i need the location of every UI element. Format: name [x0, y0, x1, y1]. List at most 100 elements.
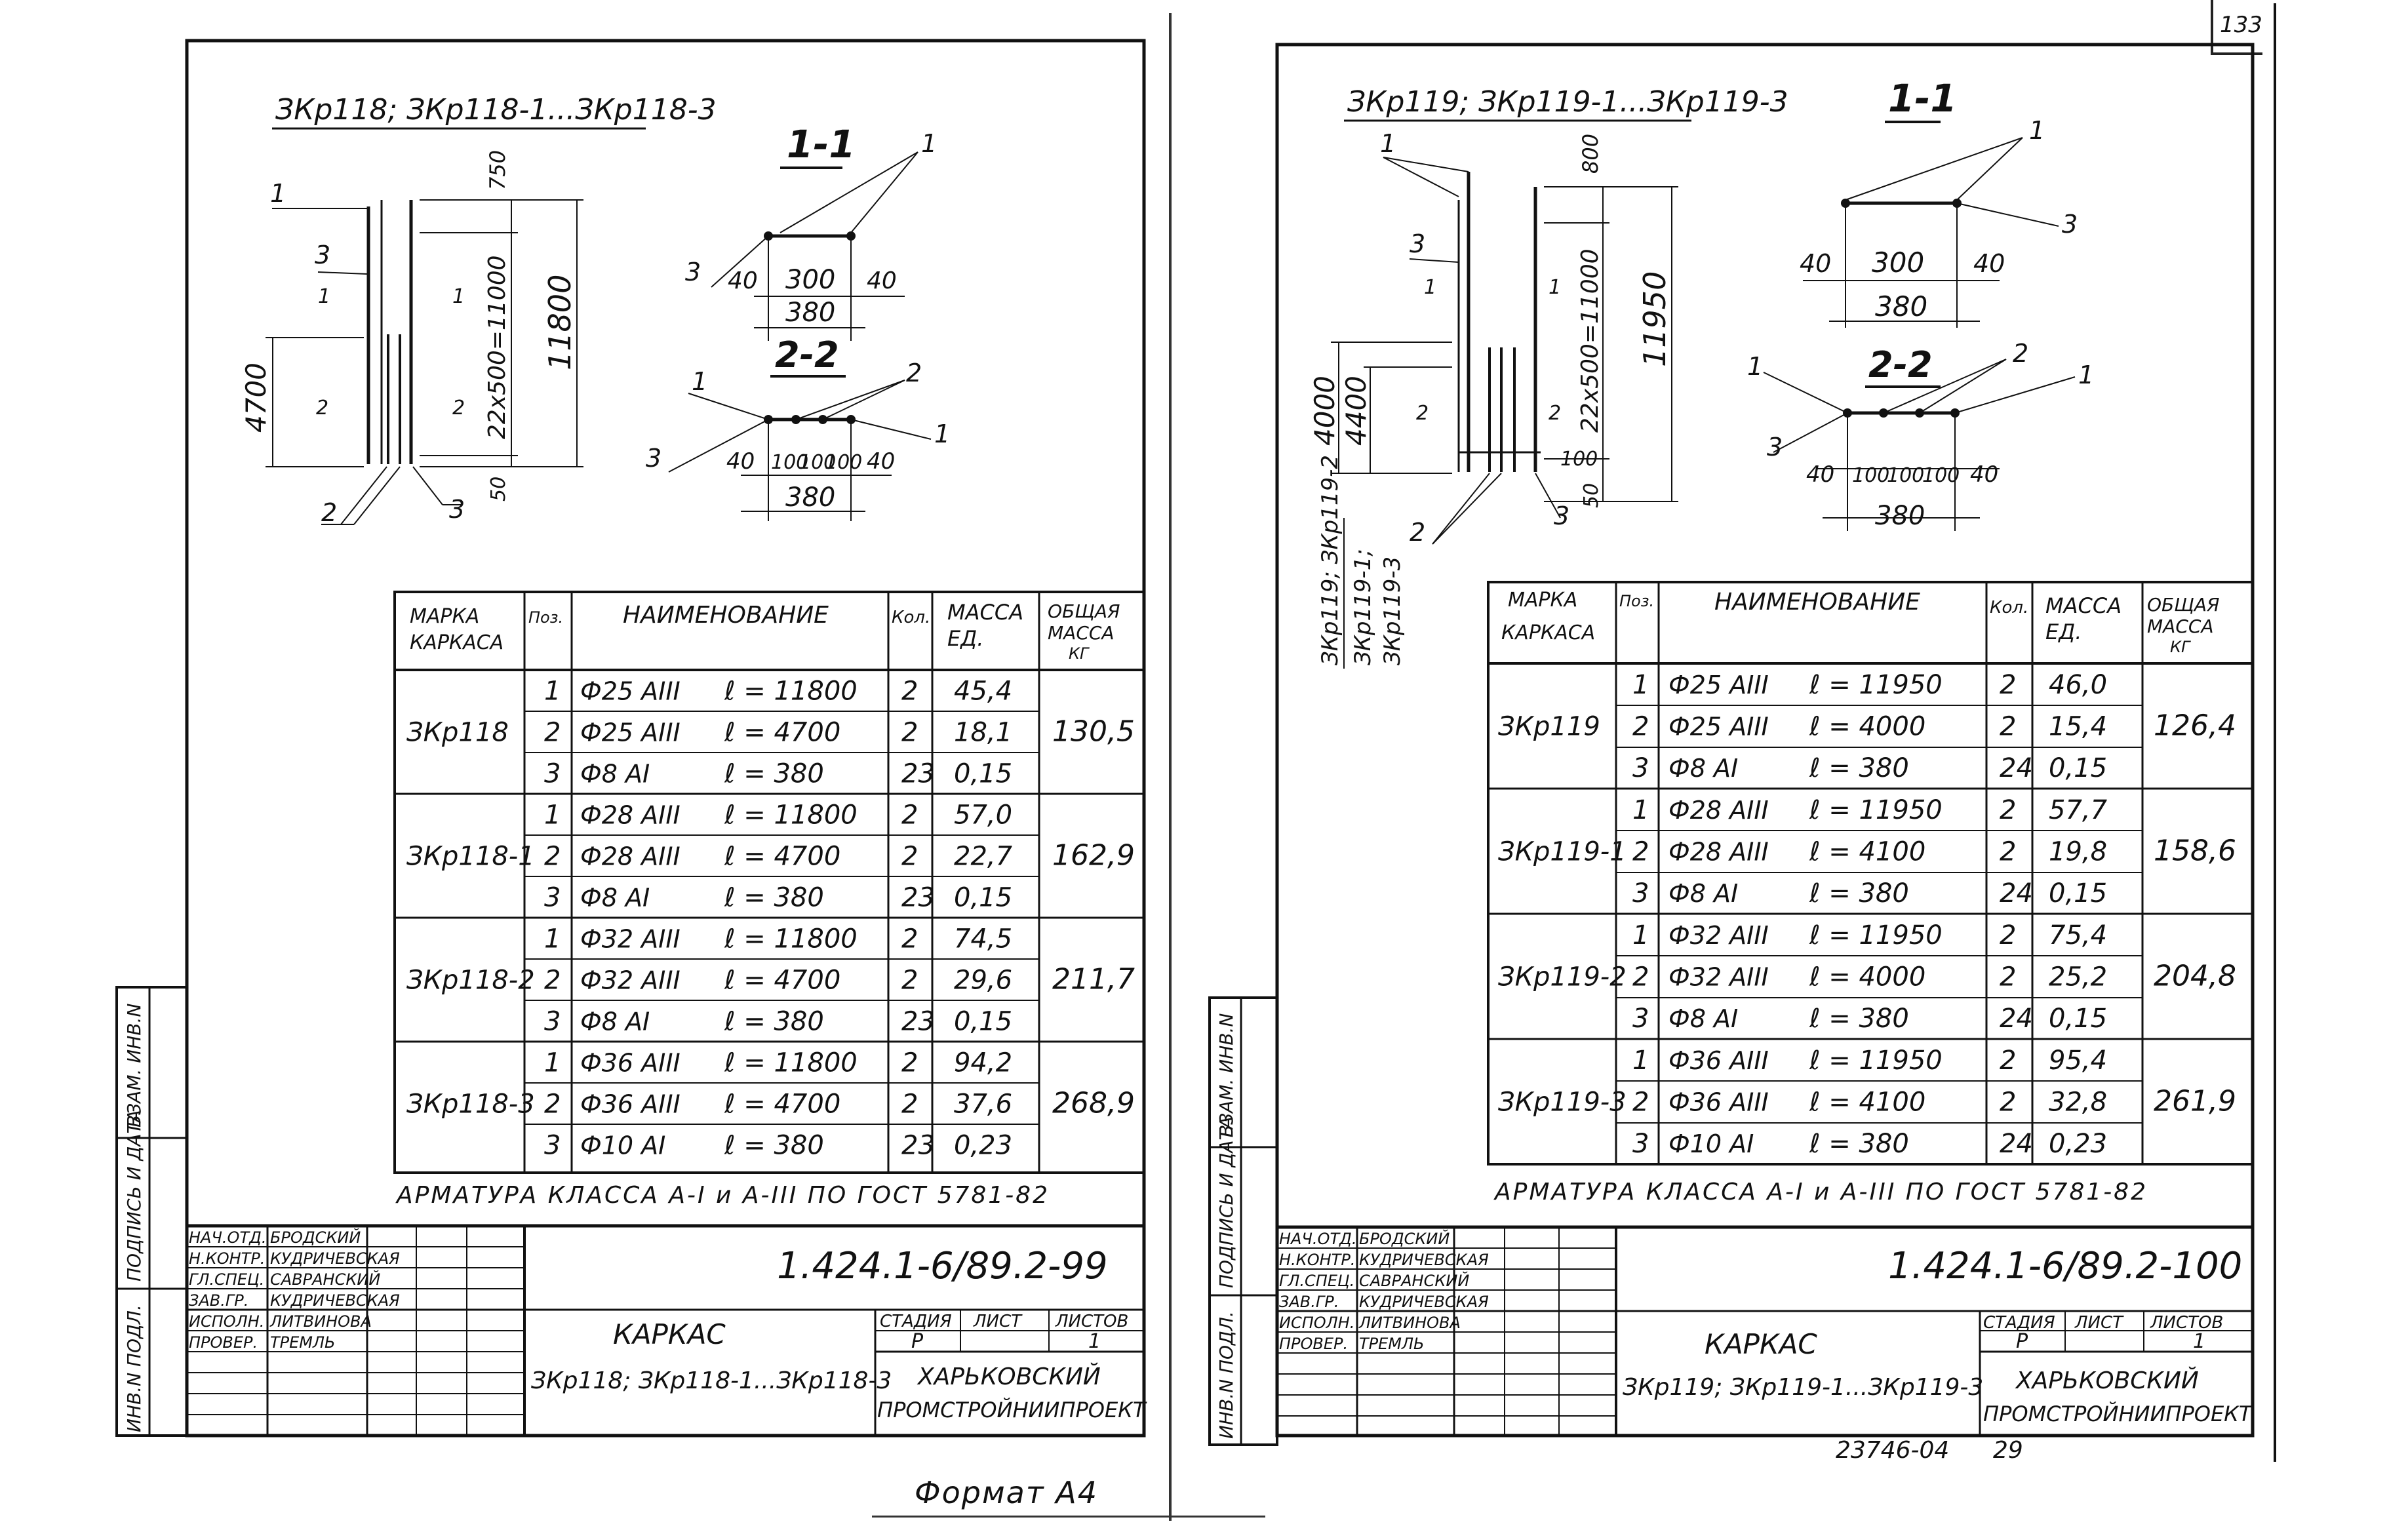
left-sec22-pos1a: 1 [692, 367, 707, 396]
right-stamp-role: ЗАВ.ГР. [1279, 1293, 1339, 1311]
left-sec11-d380: 380 [785, 298, 835, 328]
left-stamp-role: ИСПОЛН. [189, 1312, 264, 1331]
right-side-label-3: ИНВ.N ПОДЛ. [1215, 1311, 1237, 1439]
right-table-pos: 3 [1632, 1004, 1649, 1034]
left-stamp-role: ЗАВ.ГР. [189, 1291, 248, 1310]
right-table-pos: 1 [1632, 670, 1649, 700]
right-stamp-org2: ПРОМСТРОЙНИИПРОЕКТ [1983, 1401, 2253, 1426]
right-table-qty: 2 [2000, 962, 2016, 992]
right-stamp-name: КУДРИЧЕВСКАЯ [1359, 1251, 1489, 1269]
right-table-total: 204,8 [2154, 960, 2236, 993]
right-dim-100: 100 [1560, 448, 1598, 471]
left-table-mass: 45,4 [954, 676, 1012, 706]
left-elev-mark11b: 1 [452, 285, 465, 308]
right-table-qty: 2 [2000, 712, 2016, 742]
left-table-mark: ЗКр118-2 [406, 966, 535, 996]
left-stamp-role: НАЧ.ОТД. [189, 1228, 266, 1247]
left-sec22-pos3: 3 [646, 444, 661, 473]
right-th-mark-2: КАРКАСА [1501, 621, 1595, 644]
right-sec11-d380: 380 [1875, 290, 1927, 323]
left-table-length: ℓ = 380 [724, 882, 824, 912]
right-table-mass: 15,4 [2049, 712, 2107, 742]
right-table-name: Ф8 АI [1668, 754, 1738, 783]
left-table-pos: 1 [544, 924, 561, 954]
left-table-mass: 22,7 [954, 841, 1013, 871]
right-table-qty: 2 [2000, 1046, 2016, 1076]
left-table-name: Ф25 АIII [580, 718, 681, 747]
left-side-label-1: ВЗАМ. ИНВ.N [123, 1004, 145, 1127]
right-table-name: Ф8 АI [1668, 879, 1738, 908]
left-table-name: Ф28 АIII [580, 800, 681, 829]
page-number-box [2211, 0, 2262, 55]
left-sec11-pos3: 3 [685, 258, 701, 286]
left-table-pos: 3 [544, 882, 561, 912]
left-sec22-d40a: 40 [726, 448, 755, 475]
right-sec22-d380: 380 [1875, 501, 1925, 531]
left-th-qty: Кол. [892, 608, 930, 627]
left-th-total-3: КГ [1069, 644, 1090, 663]
left-elev-pos3: 3 [315, 241, 330, 269]
right-table-length: ℓ = 4000 [1809, 712, 1925, 742]
left-table-name: Ф32 АIII [580, 966, 681, 994]
left-th-mark-1: МАРКА [410, 605, 479, 628]
right-stamp-name: БРОДСКИЙ [1359, 1229, 1450, 1248]
sheet-divider [1169, 13, 1172, 1521]
right-dim-11950: 11950 [1637, 271, 1672, 367]
right-table-name: Ф32 АIII [1668, 963, 1769, 992]
left-table-pos: 3 [544, 1006, 561, 1036]
left-table-qty: 2 [901, 965, 918, 995]
left-elev-mark22b: 2 [452, 397, 465, 420]
left-sec11-d40b: 40 [867, 267, 897, 294]
right-sec22-d100c: 100 [1922, 464, 1960, 487]
left-sec11-d40a: 40 [728, 267, 758, 294]
right-table-name: Ф32 АIII [1668, 921, 1769, 950]
right-table-qty: 24 [2000, 1004, 2033, 1034]
left-dim-750: 750 [485, 150, 510, 190]
right-table-length: ℓ = 380 [1809, 1129, 1909, 1159]
right-th-mass-1: МАССА [2045, 593, 2122, 618]
left-sec11-d300: 300 [785, 265, 835, 295]
right-stamp-stage-label: СТАДИЯ [1983, 1313, 2055, 1333]
left-table-mass: 0,23 [954, 1130, 1012, 1160]
left-table-name: Ф28 АIII [580, 842, 681, 871]
left-table-mass: 74,5 [954, 924, 1012, 954]
right-elevation [1331, 157, 1678, 545]
left-table-qty: 2 [901, 1048, 918, 1078]
right-stamp-stage: Р [2016, 1330, 2028, 1353]
left-table-length: ℓ = 4700 [724, 1089, 840, 1119]
left-table-length: ℓ = 4700 [724, 841, 840, 871]
left-table-name: Ф10 АI [580, 1131, 665, 1160]
left-table-pos: 1 [544, 1048, 561, 1078]
left-stamp-sheets: 1 [1088, 1330, 1101, 1353]
left-sec22-d100a: 100 [771, 451, 808, 474]
right-sec22-d40b: 40 [1970, 461, 1998, 488]
right-table-mark: ЗКр119-3 [1498, 1087, 1627, 1118]
right-stamp-title: КАРКАС [1705, 1328, 1817, 1360]
left-elev-mark22: 2 [316, 397, 328, 420]
right-sec22-title: 2-2 [1868, 344, 1933, 385]
left-table-pos: 3 [544, 1130, 561, 1160]
right-stamp-role: ИСПОЛН. [1279, 1314, 1354, 1332]
left-table-mark: ЗКр118-1 [406, 842, 535, 872]
right-note: АРМАТУРА КЛАССА А-I и А-III ПО ГОСТ 5781… [1493, 1179, 2148, 1205]
right-stamp-role: Н.КОНТР. [1279, 1251, 1355, 1269]
format-note-line [872, 1516, 1265, 1518]
left-stamp-sheet-label: ЛИСТ [973, 1312, 1023, 1331]
right-variant-3: ЗКр119-3 [1379, 557, 1406, 665]
left-dim-11800: 11800 [542, 275, 578, 370]
sheet-left: ВЗАМ. ИНВ.N ПОДПИСЬ И ДАТА ИНВ.N ПОДЛ. З… [115, 39, 1147, 1438]
archive-sheet: 29 [1993, 1437, 2023, 1464]
right-stamp-role: ПРОВЕР. [1279, 1335, 1348, 1353]
left-stamp-code: 1.424.1-6/89.2-99 [777, 1245, 1108, 1287]
left-th-mark-2: КАРКАСА [410, 631, 503, 654]
left-table-mass: 94,2 [954, 1048, 1012, 1078]
left-table-length: ℓ = 380 [724, 758, 824, 789]
left-table-pos: 1 [544, 800, 561, 830]
left-th-mass-1: МАССА [947, 600, 1023, 625]
left-table-name: Ф32 АIII [580, 924, 681, 953]
right-table-name: Ф10 АI [1668, 1129, 1754, 1158]
right-elev-mark22: 2 [1416, 402, 1429, 425]
right-elev-pos2: 2 [1410, 518, 1425, 547]
left-table-pos: 2 [544, 1089, 561, 1119]
right-stamp-name: ЛИТВИНОВА [1358, 1314, 1461, 1332]
